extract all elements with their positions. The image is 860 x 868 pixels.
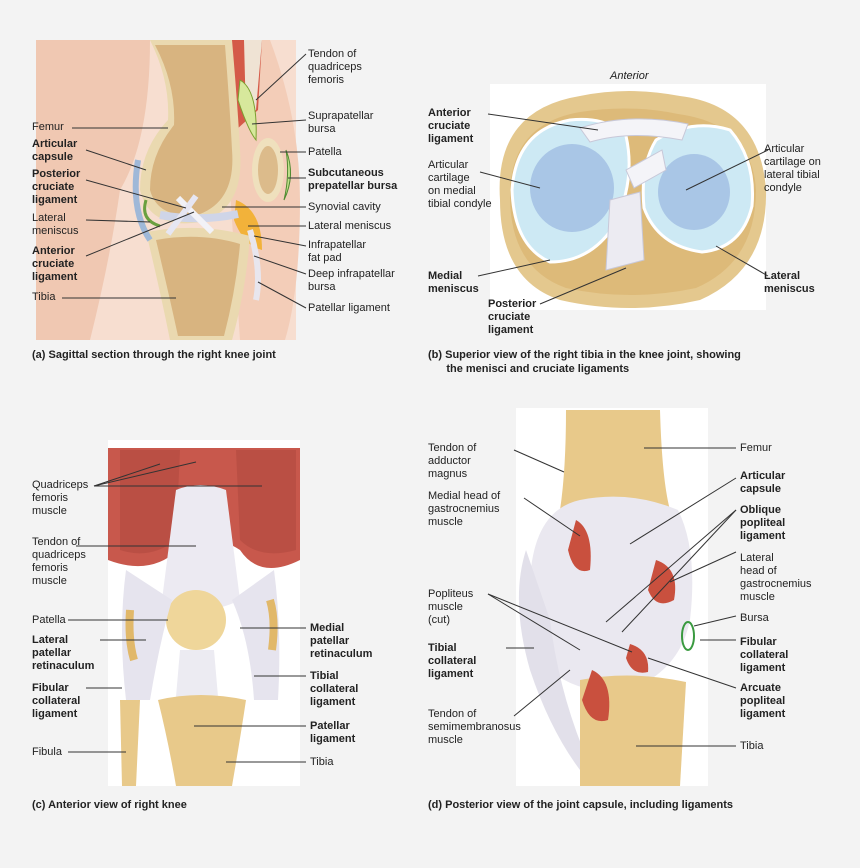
label-tibia-d: Tibia	[740, 740, 764, 752]
label-tibia: Tibia	[32, 291, 56, 303]
label-fibular-collateral-c: Fibular collateral ligament	[32, 682, 81, 720]
label-femur: Femur	[32, 121, 64, 133]
label-lateral-meniscus-b: Lateral meniscus	[764, 270, 815, 295]
label-subcutaneous-bursa: Subcutaneous prepatellar bursa	[308, 167, 398, 192]
label-patella: Patella	[308, 146, 342, 158]
label-lateral-gastrocnemius: Lateral head of gastrocnemius muscle	[740, 552, 812, 603]
caption-a: (a) Sagittal section through the right k…	[32, 349, 276, 361]
label-oblique-popliteal: Oblique popliteal ligament	[740, 504, 786, 542]
label-bursa: Bursa	[740, 612, 769, 624]
label-tendon-quadriceps-c: Tendon of quadriceps femoris muscle	[32, 536, 86, 587]
label-articular-capsule-d: Articular capsule	[740, 470, 786, 495]
label-arcuate-popliteal: Arcuate popliteal ligament	[740, 682, 786, 720]
sagittal-knee-illustration	[36, 40, 307, 340]
label-fibula: Fibula	[32, 746, 62, 758]
label-patellar-ligament-c: Patellar ligament	[310, 720, 356, 745]
label-medial-meniscus: Medial meniscus	[428, 270, 479, 295]
label-anterior: Anterior	[610, 70, 649, 82]
anterior-knee-illustration	[68, 440, 306, 786]
panel-d-posterior: Tendon of adductor magnus Medial head of…	[428, 400, 860, 820]
label-synovial-cavity: Synovial cavity	[308, 201, 381, 213]
label-medial-gastrocnemius: Medial head of gastrocnemius muscle	[428, 490, 501, 528]
panel-a-sagittal: Femur Articular capsule Posterior crucia…	[0, 0, 430, 380]
label-medial-retinaculum: Medial patellar retinaculum	[310, 622, 373, 660]
panel-b-superior: Anterior Anterior cruciate ligament Arti…	[428, 0, 860, 380]
caption-d: (d) Posterior view of the joint capsule,…	[428, 799, 733, 811]
label-anterior-cruciate-b: Anterior cruciate ligament	[428, 107, 474, 145]
label-suprapatellar-bursa: Suprapatellar bursa	[308, 110, 374, 135]
label-articular-medial: Articular cartilage on medial tibial con…	[428, 159, 492, 210]
caption-b: (b) Superior view of the right tibia in …	[428, 349, 741, 375]
label-lateral-retinaculum: Lateral patellar retinaculum	[32, 634, 95, 672]
label-tibia-c: Tibia	[310, 756, 334, 768]
label-tendon-adductor: Tendon of adductor magnus	[428, 442, 477, 480]
label-deep-infrapatellar-bursa: Deep infrapatellar bursa	[308, 268, 395, 293]
label-patella-c: Patella	[32, 614, 66, 626]
panel-c-anterior: Quadriceps femoris muscle Tendon of quad…	[0, 400, 430, 820]
label-tibial-collateral-d: Tibial collateral ligament	[428, 642, 477, 680]
label-popliteus: Popliteus muscle (cut)	[428, 588, 474, 626]
label-articular-lateral: Articular cartilage on lateral tibial co…	[764, 143, 821, 194]
label-tendon-quadriceps: Tendon of quadriceps femoris	[308, 48, 362, 86]
label-posterior-cruciate-b: Posterior cruciate ligament	[488, 298, 537, 336]
caption-c: (c) Anterior view of right knee	[32, 799, 187, 811]
label-quadriceps-muscle: Quadriceps femoris muscle	[32, 479, 89, 517]
label-posterior-cruciate: Posterior cruciate ligament	[32, 168, 81, 206]
label-anterior-cruciate: Anterior cruciate ligament	[32, 245, 78, 283]
label-articular-capsule: Articular capsule	[32, 138, 78, 163]
label-tibial-collateral-c: Tibial collateral ligament	[310, 670, 359, 708]
label-fibular-collateral-d: Fibular collateral ligament	[740, 636, 789, 674]
tibia-superior-illustration	[477, 84, 769, 310]
label-lateral-meniscus: Lateral meniscus	[32, 212, 79, 237]
label-tendon-semimembranosus: Tendon of semimembranosus muscle	[428, 708, 521, 746]
label-lateral-meniscus-right: Lateral meniscus	[308, 220, 392, 232]
label-femur-d: Femur	[740, 442, 772, 454]
posterior-capsule-illustration	[487, 408, 737, 786]
label-patellar-ligament: Patellar ligament	[308, 302, 390, 314]
label-infrapatellar-fat-pad: Infrapatellar fat pad	[308, 239, 367, 264]
